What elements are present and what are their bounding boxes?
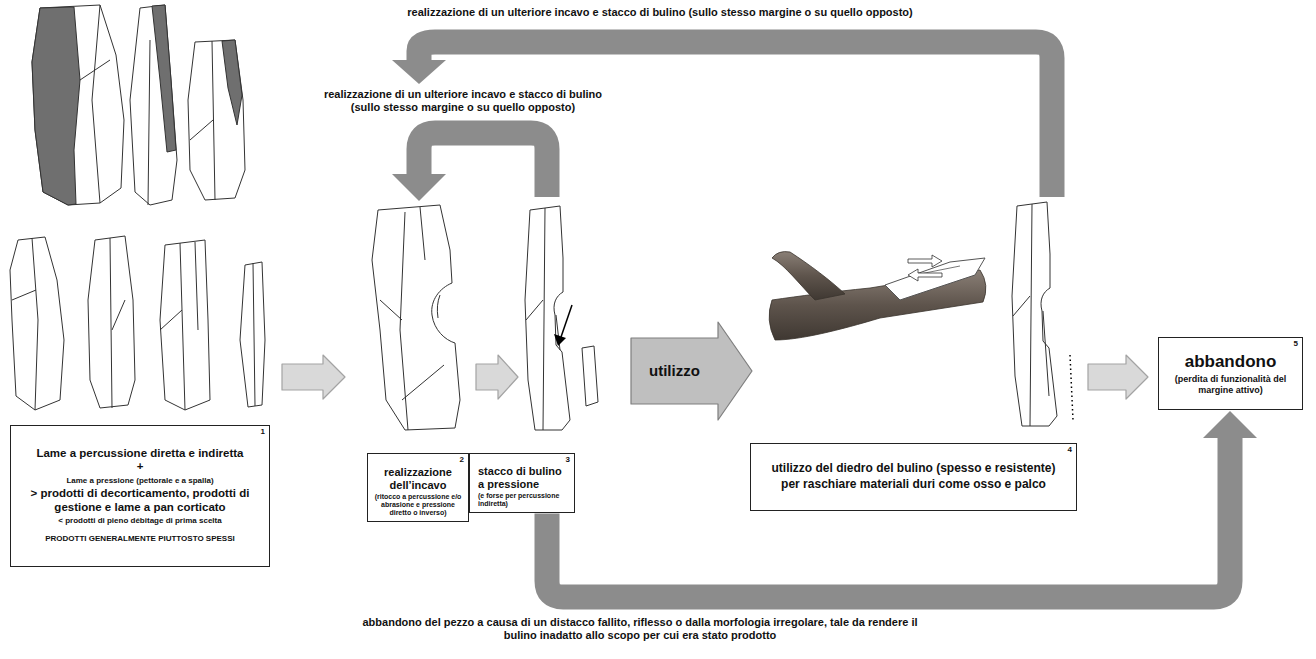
box-text: (ritocco a percussione e/o abrasione e p… <box>372 493 464 517</box>
edge-label: realizzazione di un ulteriore incavo e s… <box>315 88 611 114</box>
blade <box>10 237 64 410</box>
box-text: realizzazione dell’incavo <box>372 466 464 491</box>
blade <box>130 5 177 205</box>
callout-number: 5 <box>1294 340 1298 348</box>
block-arrow <box>476 355 518 399</box>
box-text: (e forse per percussione indiretta) <box>478 492 568 508</box>
removal-arrowhead <box>554 334 566 346</box>
facet <box>148 40 150 205</box>
edge-label: realizzazione di un ulteriore incavo e s… <box>300 6 1020 19</box>
burin-blade <box>525 206 570 430</box>
motion-arrow <box>908 255 942 267</box>
edge-label: utilizzo <box>649 362 700 380</box>
edge-label: abbandono del pezzo a causa di un distac… <box>360 616 920 642</box>
flow-arrow <box>392 42 1052 197</box>
block-arrow <box>282 355 345 399</box>
box-text: Lame a percussione diretta e indiretta <box>36 447 243 461</box>
wear-dots <box>1070 355 1073 420</box>
used-burin <box>1012 202 1057 426</box>
cortex <box>32 7 80 205</box>
return-arrow-band <box>419 133 547 197</box>
facet <box>190 41 215 200</box>
antler-tine <box>772 252 845 300</box>
blade <box>188 40 245 200</box>
return-arrow-band <box>547 438 1230 597</box>
facet <box>110 238 125 408</box>
block-arrow <box>1088 355 1148 399</box>
arrowhead <box>1203 411 1257 438</box>
blade <box>240 262 265 407</box>
burin-blade <box>1012 202 1057 426</box>
box-text: (perdita di funzionalità del margine att… <box>1165 374 1296 395</box>
box-text: > prodotti di decorticamento, prodotti d… <box>21 487 259 514</box>
box-text: abbandono <box>1185 352 1277 372</box>
facet <box>160 242 198 410</box>
box-text: < prodotti di pieno débitage di prima sc… <box>58 516 221 525</box>
blade <box>88 236 135 408</box>
flow-arrow <box>392 133 547 201</box>
callout-number: 2 <box>460 456 464 464</box>
callout-number: 1 <box>261 428 265 436</box>
flow-arrow <box>282 355 345 399</box>
box-text: PRODOTTI GENERALMENTE PIUTTOSTO SPESSI <box>45 534 235 543</box>
motion-arrows <box>908 255 942 281</box>
facet <box>253 263 255 406</box>
notched-blade <box>372 205 460 430</box>
blade <box>160 240 210 410</box>
facet <box>80 5 110 203</box>
burin-spall <box>582 346 598 406</box>
cortex <box>152 5 176 152</box>
block-arrow <box>631 322 752 420</box>
return-arrow-band <box>419 42 1052 197</box>
box-text: utilizzo del diedro del bulino (spesso e… <box>765 461 1062 492</box>
box-text: Lame a pressione (pettorale e a spalla) <box>66 476 213 485</box>
box-text: + <box>137 460 144 474</box>
cortex <box>222 40 242 125</box>
source-box: 1Lame a percussione diretta e indiretta+… <box>10 425 270 567</box>
removal-arrow <box>561 305 572 337</box>
motion-arrow <box>908 269 942 281</box>
step-box: 4 utilizzo del diedro del bulino (spesso … <box>750 443 1077 511</box>
facet <box>380 207 444 430</box>
callout-number: 4 <box>1068 446 1072 454</box>
callout-number: 3 <box>566 456 570 464</box>
flow-arrow <box>631 322 752 420</box>
blade <box>32 5 124 205</box>
flow-arrow <box>476 355 518 399</box>
arrowhead <box>392 174 446 201</box>
arrowhead <box>392 60 446 84</box>
flow-arrow <box>1088 355 1148 399</box>
facet <box>1013 204 1049 426</box>
box-text: stacco di bulino a pressione <box>478 465 568 490</box>
end-box: 5 abbandono(perdita di funzionalità del m… <box>1158 337 1303 410</box>
flow-arrow <box>547 411 1257 597</box>
antler <box>769 252 986 340</box>
blade-drawings <box>10 5 1057 430</box>
facet <box>12 238 38 410</box>
facet <box>526 208 560 430</box>
step-box: 2 realizzazione dell’incavo(ritocco a per… <box>367 453 469 522</box>
step-box: 3stacco di bulino a pressione (e forse pe… <box>469 453 575 513</box>
